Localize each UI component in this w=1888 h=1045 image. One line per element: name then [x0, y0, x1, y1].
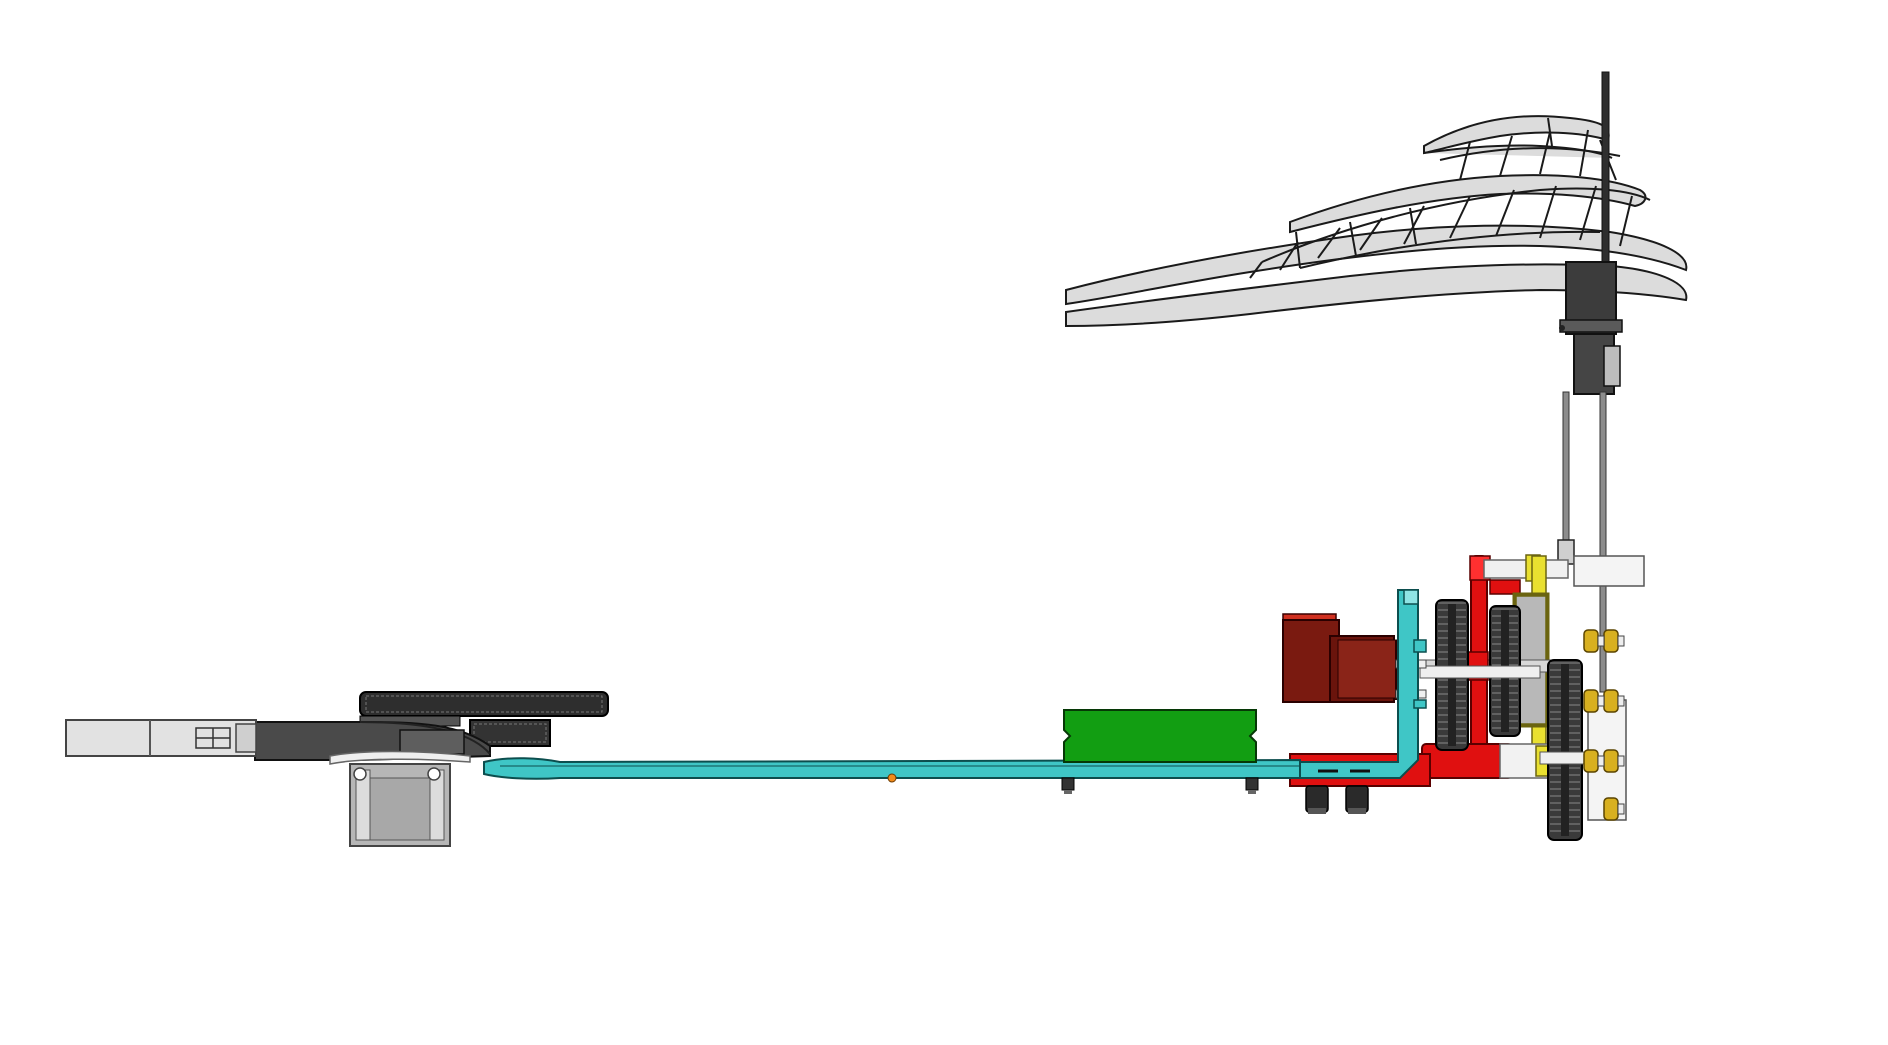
wing-rib [1547, 117, 1553, 147]
servo [1559, 261, 1623, 395]
wing-rib [1409, 207, 1417, 245]
chassis-bolt [1245, 777, 1259, 794]
chassis-bolts [1061, 777, 1259, 794]
wing-assembly [1065, 115, 1688, 328]
wing-rib [1539, 185, 1557, 239]
wing-rib [1579, 129, 1589, 177]
gear-shaft [1419, 665, 1541, 679]
gold-nut [1603, 749, 1625, 773]
main-chassis [483, 757, 1301, 794]
gold-nut [1603, 629, 1625, 653]
output-gear [1547, 659, 1583, 841]
rod-icon [1562, 391, 1570, 545]
wing-rib [1359, 217, 1383, 251]
gold-nuts [1583, 629, 1625, 821]
bracket-icon [329, 750, 471, 847]
wing-rib [1403, 205, 1425, 245]
circuit-board [1063, 709, 1257, 763]
wing-rib [1295, 231, 1301, 269]
wing-spar [1261, 187, 1651, 263]
gear-icon [1419, 599, 1591, 841]
wing-rib [1459, 141, 1471, 181]
wing-spar [1439, 147, 1621, 161]
gold-nut [1583, 749, 1605, 773]
gold-nut [1583, 629, 1605, 653]
gear-train [1419, 599, 1591, 841]
rod-guide-block [1573, 555, 1645, 587]
push-rods [1557, 391, 1607, 693]
wing-rib [1349, 221, 1357, 257]
wing-spar [1299, 230, 1601, 269]
chassis-bolt [1061, 777, 1075, 794]
pivot-pin [887, 773, 897, 783]
motor-bracket [1295, 589, 1427, 779]
wing-rib [1449, 195, 1471, 239]
wing-rib [1495, 189, 1515, 237]
gold-nut [1603, 797, 1625, 821]
board-icon [1063, 709, 1257, 763]
wing-rib [1499, 135, 1513, 177]
gold-nut [1583, 689, 1605, 713]
tail-arm [254, 721, 491, 761]
tail-mount [329, 750, 471, 847]
tail-sensor [65, 719, 257, 757]
wing-rib [1279, 241, 1299, 271]
base-nuts [1305, 785, 1369, 814]
wing-rib [1619, 195, 1633, 247]
gear-shaft [1539, 751, 1591, 765]
wing-rib [1539, 131, 1551, 175]
wing-lattice [1249, 117, 1651, 279]
beam-icon [483, 757, 1301, 780]
wing-rib [1249, 261, 1263, 279]
